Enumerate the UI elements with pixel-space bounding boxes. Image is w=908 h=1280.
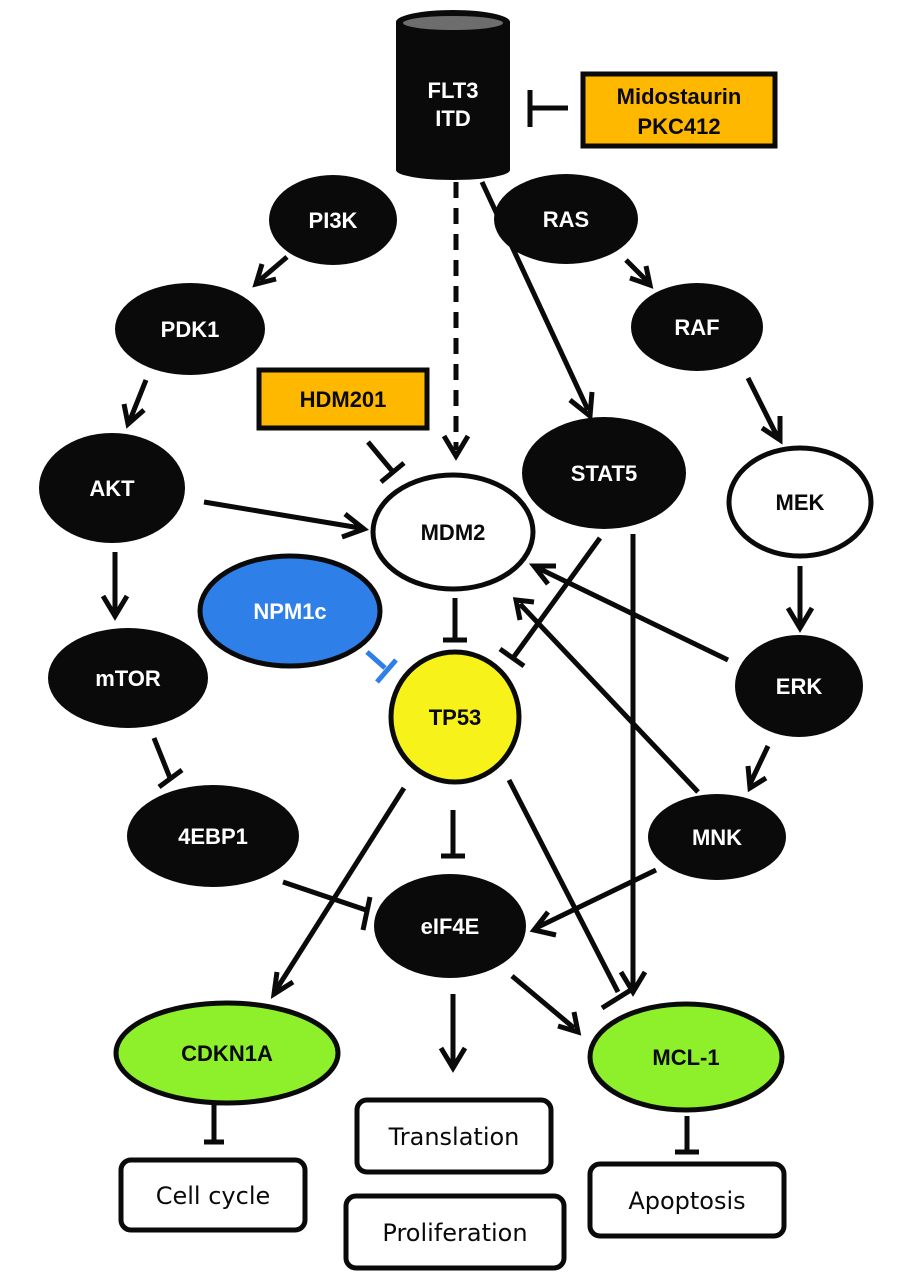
node-ras[interactable]: RAS [494, 174, 638, 264]
drug-hdm201[interactable]: HDM201 [256, 367, 430, 431]
edge-tp53-inhibits-mcl1 [506, 778, 636, 1011]
outcome-translation[interactable]: Translation [354, 1097, 554, 1175]
outcome-cell-cycle[interactable]: Cell cycle [118, 1157, 308, 1233]
edge-raf-to-mek [745, 376, 783, 445]
drug-midostaurin[interactable]: Midostaurin PKC412 [580, 71, 778, 149]
node-mcl1[interactable]: MCL-1 [587, 1001, 785, 1113]
node-akt[interactable]: AKT [39, 433, 185, 543]
midostaurin-label: Midostaurin [617, 84, 742, 109]
node-eif4e[interactable]: eIF4E [374, 874, 526, 978]
edge-pi3k-to-pdk1 [252, 255, 289, 288]
edge-midostaurin-inhibits-flt3 [527, 90, 568, 127]
edge-ras-to-raf [624, 258, 654, 289]
raf-label: RAF [674, 315, 719, 340]
ras-label: RAS [543, 207, 589, 232]
node-pi3k[interactable]: PI3K [269, 175, 397, 265]
edge-tp53-inhibits-eif4e [441, 810, 465, 859]
4ebp1-label: 4EBP1 [178, 824, 248, 849]
apoptosis-label: Apoptosis [628, 1187, 745, 1215]
stat5-label: STAT5 [571, 461, 637, 486]
mtor-label: mTOR [95, 666, 161, 691]
edge-4ebp1-inhibits-eif4e [282, 879, 373, 931]
erk-label: ERK [776, 674, 823, 699]
edge-akt-to-mdm2 [203, 499, 370, 540]
node-cdkn1a[interactable]: CDKN1A [113, 1000, 341, 1106]
eif4e-label: eIF4E [421, 914, 480, 939]
translation-label: Translation [388, 1123, 520, 1151]
edge-eif4e-to-translation [438, 994, 468, 1073]
mdm2-label: MDM2 [421, 520, 486, 545]
hdm201-label: HDM201 [300, 387, 387, 412]
edge-akt-to-mtor [100, 552, 130, 621]
edge-mcl1-inhibits-apoptosis [675, 1116, 699, 1155]
node-mdm2[interactable]: MDM2 [370, 472, 536, 592]
mcl1-label: MCL-1 [652, 1045, 719, 1070]
pkc412-label: PKC412 [637, 114, 720, 139]
node-mek[interactable]: MEK [726, 445, 874, 559]
tp53-label: TP53 [429, 705, 482, 730]
node-stat5[interactable]: STAT5 [522, 417, 686, 529]
proliferation-label: Proliferation [382, 1219, 527, 1247]
edge-erk-to-mnk [745, 744, 771, 793]
edge-mtor-inhibits-4ebp1 [151, 737, 184, 790]
edge-hdm201-inhibits-mdm2 [366, 440, 406, 484]
mek-label: MEK [776, 490, 825, 515]
node-mtor[interactable]: mTOR [48, 628, 208, 728]
cdkn1a-label: CDKN1A [181, 1041, 273, 1066]
edges [100, 90, 815, 1155]
cell-cycle-label: Cell cycle [156, 1182, 271, 1210]
edge-flt3-to-mdm2-dashed [441, 182, 471, 461]
pdk1-label: PDK1 [161, 317, 220, 342]
mnk-label: MNK [692, 825, 742, 850]
itd-label: ITD [435, 106, 470, 131]
node-pdk1[interactable]: PDK1 [115, 283, 265, 375]
flt3-label: FLT3 [428, 78, 479, 103]
node-raf[interactable]: RAF [631, 283, 763, 371]
edge-stat5-to-mcl1 [618, 534, 648, 997]
edge-pdk1-to-akt [121, 379, 149, 429]
edge-npm1c-inhibits-tp53 [365, 650, 398, 684]
edge-mek-to-erk [785, 566, 815, 633]
node-erk[interactable]: ERK [735, 635, 863, 737]
npm1c-label: NPM1c [253, 599, 326, 624]
node-4ebp1[interactable]: 4EBP1 [127, 785, 299, 887]
flt3-itd-receptor[interactable]: FLT3 ITD [396, 10, 510, 180]
edge-mnk-to-eif4e [529, 867, 658, 938]
edge-mdm2-inhibits-tp53 [443, 598, 467, 643]
node-tp53[interactable]: TP53 [388, 649, 522, 785]
node-mnk[interactable]: MNK [648, 794, 786, 880]
edge-mnk-to-mdm2 [512, 597, 700, 794]
edge-tp53-to-cdkn1a [270, 786, 407, 999]
edge-stat5-inhibits-tp53 [498, 536, 603, 669]
node-npm1c[interactable]: NPM1c [197, 553, 383, 669]
outcome-apoptosis[interactable]: Apoptosis [587, 1161, 787, 1239]
edge-eif4e-to-mcl1 [510, 974, 582, 1036]
pi3k-label: PI3K [309, 208, 358, 233]
akt-label: AKT [89, 476, 135, 501]
outcome-proliferation[interactable]: Proliferation [343, 1193, 567, 1271]
